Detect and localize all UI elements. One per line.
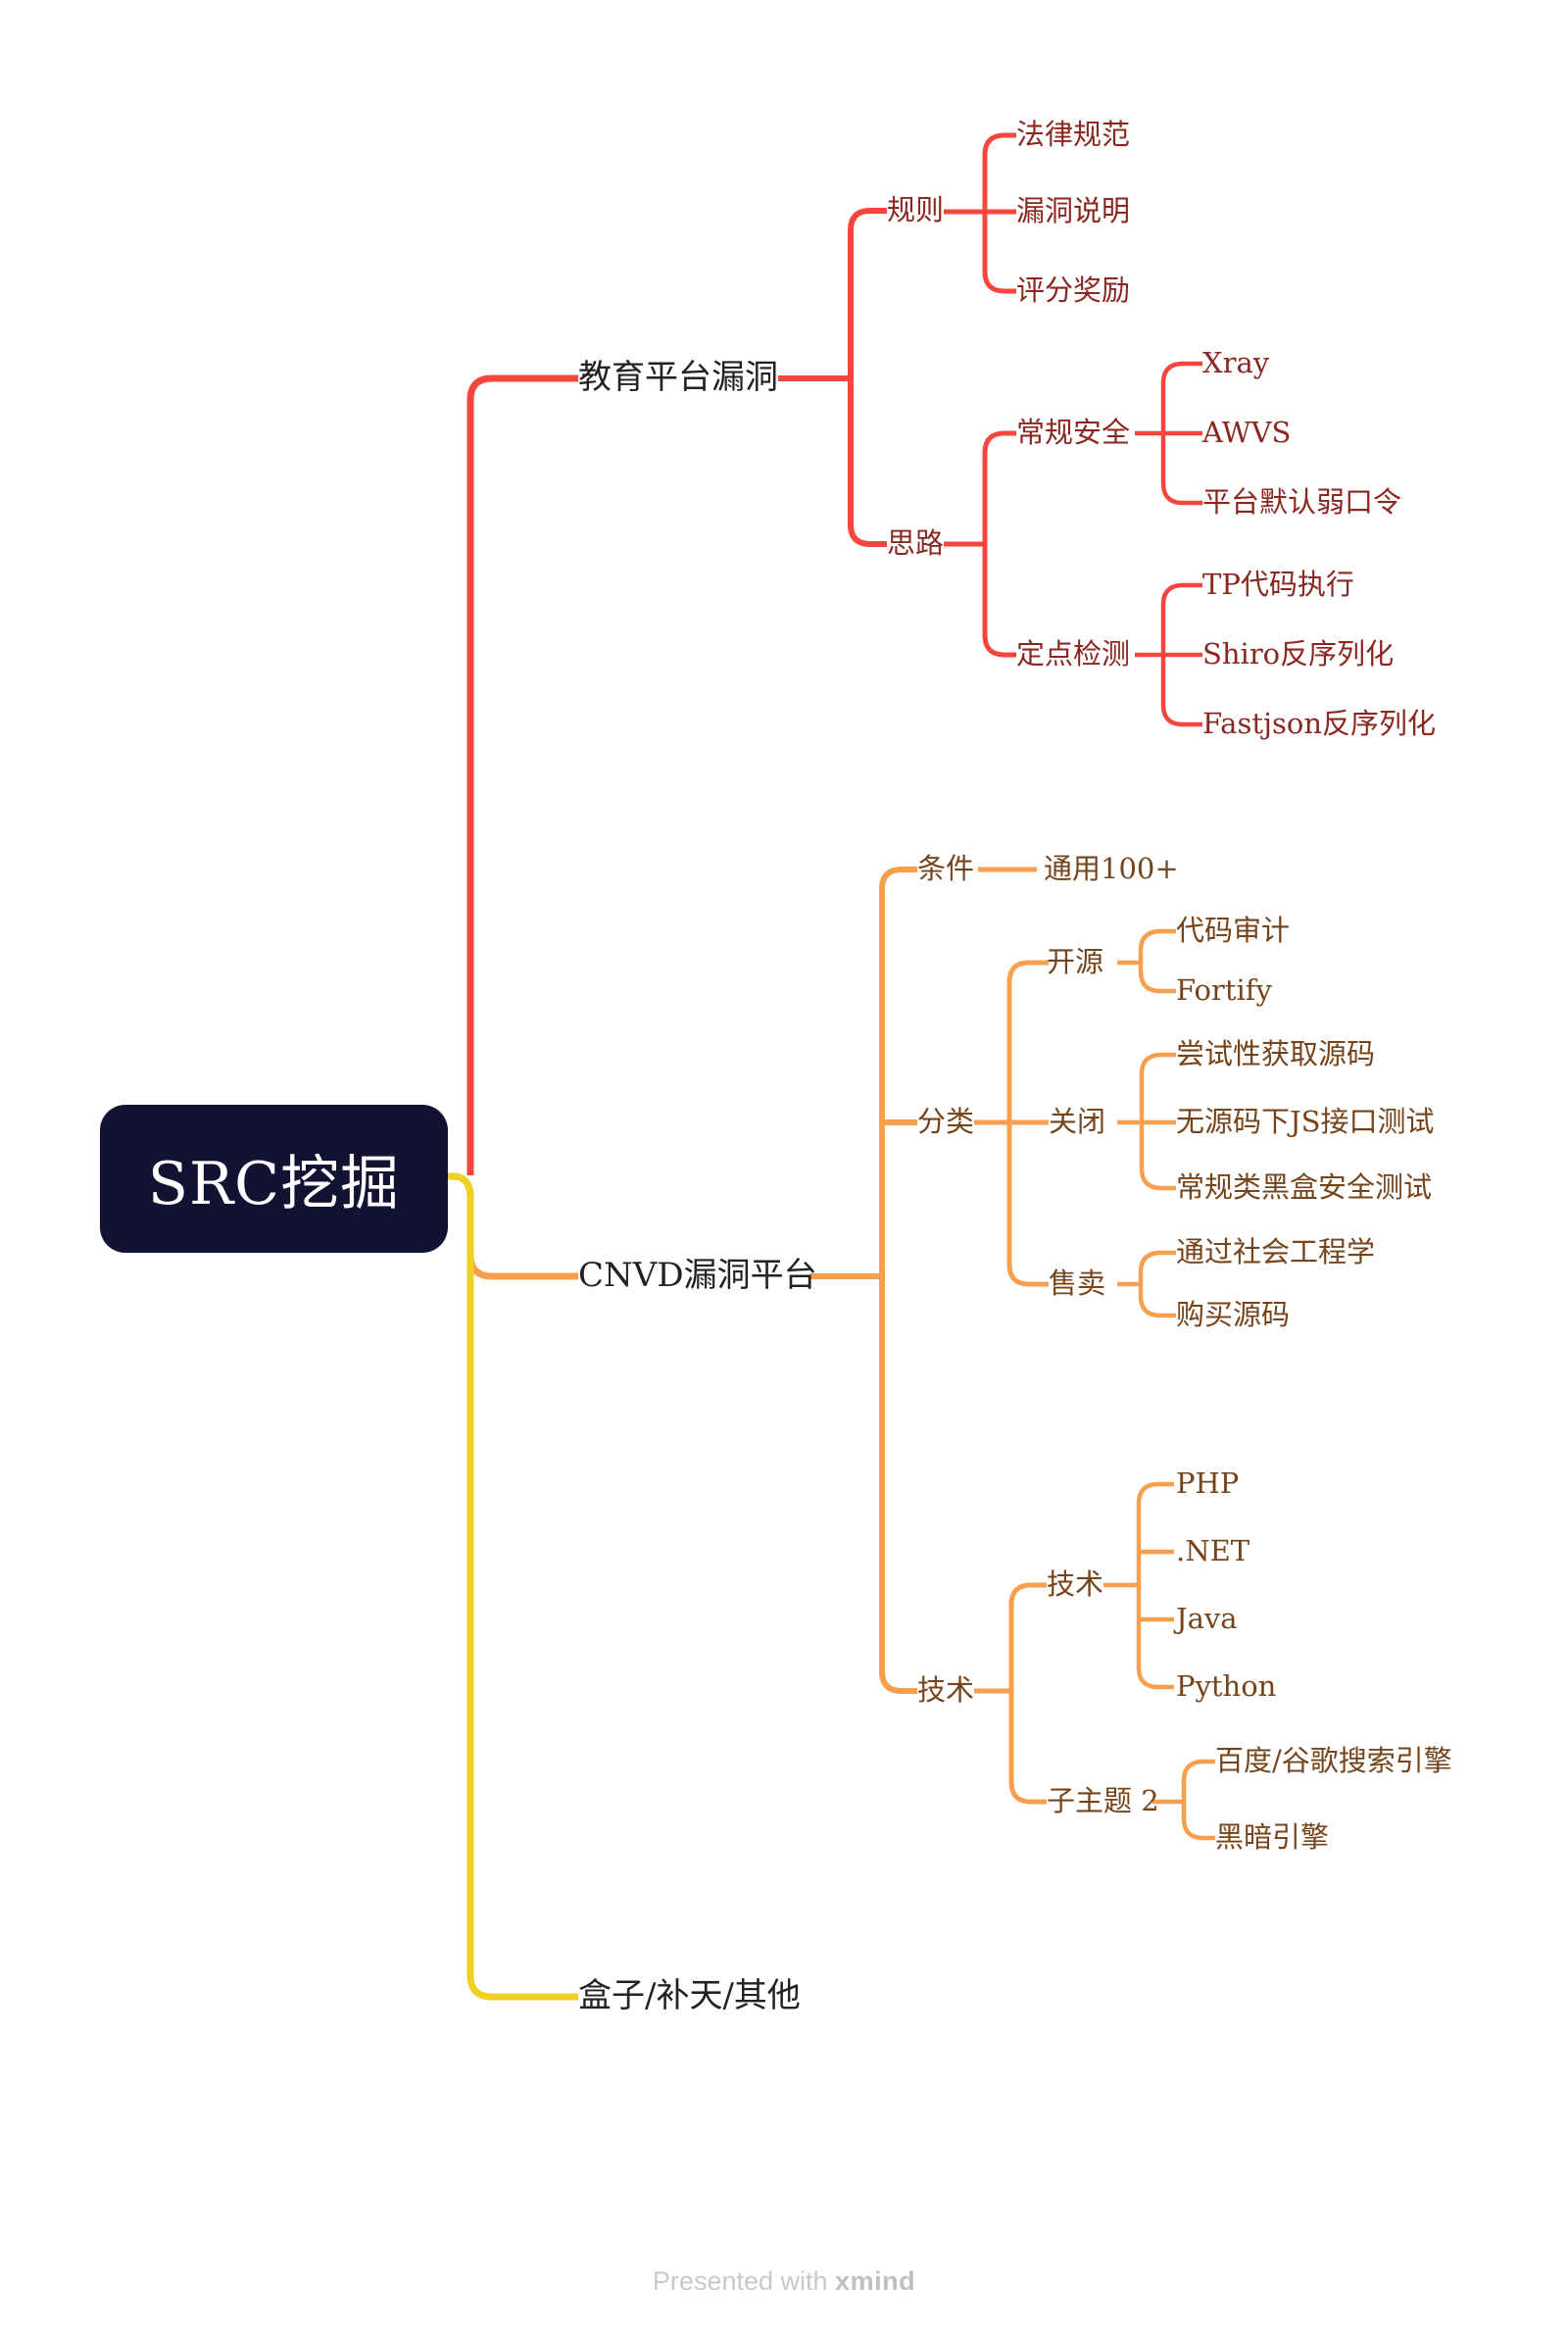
- node-try-get-source[interactable]: 尝试性获取源码: [1176, 1037, 1376, 1071]
- node-approach[interactable]: 思路: [887, 526, 945, 561]
- root-topic-label: SRC挖掘: [147, 1150, 401, 1218]
- node-general-security[interactable]: 常规安全: [1016, 416, 1131, 450]
- connector-general-security-junction: [1160, 361, 1202, 506]
- node-vuln-description[interactable]: 漏洞说明: [1016, 194, 1131, 228]
- connector-group-edu-branch: [466, 132, 1202, 1175]
- node-generic-100plus[interactable]: 通用100+: [1044, 852, 1179, 886]
- node-fortify[interactable]: Fortify: [1176, 973, 1272, 1008]
- node-dotnet[interactable]: .NET: [1176, 1534, 1250, 1568]
- node-shiro-deserialization[interactable]: Shiro反序列化: [1202, 637, 1395, 671]
- node-awvs[interactable]: AWVS: [1202, 416, 1292, 450]
- node-targeted-detection[interactable]: 定点检测: [1016, 637, 1131, 671]
- watermark: Presented with xmind: [0, 2266, 1568, 2297]
- connector-classification-junction: [1006, 960, 1049, 1287]
- connector-group-box-branch: [439, 1172, 578, 2001]
- node-box-butian-other[interactable]: 盒子/补天/其他: [578, 1975, 801, 2015]
- connector-targeted-junction: [1160, 582, 1202, 727]
- connector-tech-stack-junction: [1136, 1481, 1174, 1690]
- connector-subtopic-junction: [1181, 1759, 1215, 1841]
- node-condition[interactable]: 条件: [917, 852, 975, 886]
- node-tech[interactable]: 技术: [917, 1673, 975, 1708]
- node-xray[interactable]: Xray: [1202, 346, 1270, 380]
- node-baidu-google-search[interactable]: 百度/谷歌搜索引擎: [1215, 1744, 1452, 1778]
- node-cnvd-platform[interactable]: CNVD漏洞平台: [578, 1255, 817, 1295]
- node-fastjson-deserialization[interactable]: Fastjson反序列化: [1202, 707, 1436, 741]
- node-buy-source[interactable]: 购买源码: [1176, 1298, 1291, 1332]
- node-sell[interactable]: 售卖: [1049, 1267, 1106, 1301]
- node-closed-source[interactable]: 关闭: [1049, 1105, 1106, 1139]
- node-legal-norms[interactable]: 法律规范: [1016, 118, 1131, 152]
- node-classification[interactable]: 分类: [917, 1105, 975, 1139]
- connector-root-to-edu: [466, 374, 578, 1175]
- node-tech-stack[interactable]: 技术: [1047, 1567, 1104, 1602]
- connector-tech-junction: [1008, 1582, 1047, 1805]
- connector-rules-junction: [982, 132, 1016, 294]
- root-topic[interactable]: SRC挖掘: [100, 1105, 448, 1253]
- connector-edu-junction: [848, 208, 887, 547]
- node-scoring-rewards[interactable]: 评分奖励: [1016, 273, 1131, 308]
- connector-cnvd-junction: [879, 867, 917, 1694]
- node-open-source[interactable]: 开源: [1047, 945, 1104, 979]
- node-edu-platform-vuln[interactable]: 教育平台漏洞: [578, 357, 778, 397]
- node-dark-engine[interactable]: 黑暗引擎: [1215, 1820, 1330, 1855]
- connector-sell-junction: [1138, 1250, 1176, 1318]
- node-rules[interactable]: 规则: [887, 193, 945, 227]
- connector-approach-junction: [982, 430, 1016, 658]
- node-code-audit[interactable]: 代码审计: [1176, 914, 1291, 948]
- connector-closed-junction: [1139, 1052, 1176, 1191]
- connector-group-cnvd-branch: [441, 867, 1215, 1841]
- node-default-weak-password[interactable]: 平台默认弱口令: [1202, 485, 1402, 520]
- connector-open-source-junction: [1138, 928, 1176, 994]
- node-social-engineering[interactable]: 通过社会工程学: [1176, 1235, 1376, 1269]
- node-blackbox-test[interactable]: 常规类黑盒安全测试: [1176, 1170, 1433, 1205]
- node-js-api-test-without-source[interactable]: 无源码下JS接口测试: [1176, 1105, 1435, 1139]
- node-php[interactable]: PHP: [1176, 1466, 1240, 1501]
- connector-root-to-box: [439, 1172, 578, 2001]
- node-python[interactable]: Python: [1176, 1669, 1277, 1704]
- xmind-logo-text: xmind: [835, 2266, 916, 2296]
- connector-root-to-cnvd: [441, 1172, 578, 1280]
- node-subtopic-2[interactable]: 子主题 2: [1047, 1784, 1159, 1818]
- node-java[interactable]: Java: [1176, 1602, 1238, 1636]
- node-tp-code-exec[interactable]: TP代码执行: [1202, 568, 1354, 602]
- watermark-text: Presented with: [652, 2266, 828, 2296]
